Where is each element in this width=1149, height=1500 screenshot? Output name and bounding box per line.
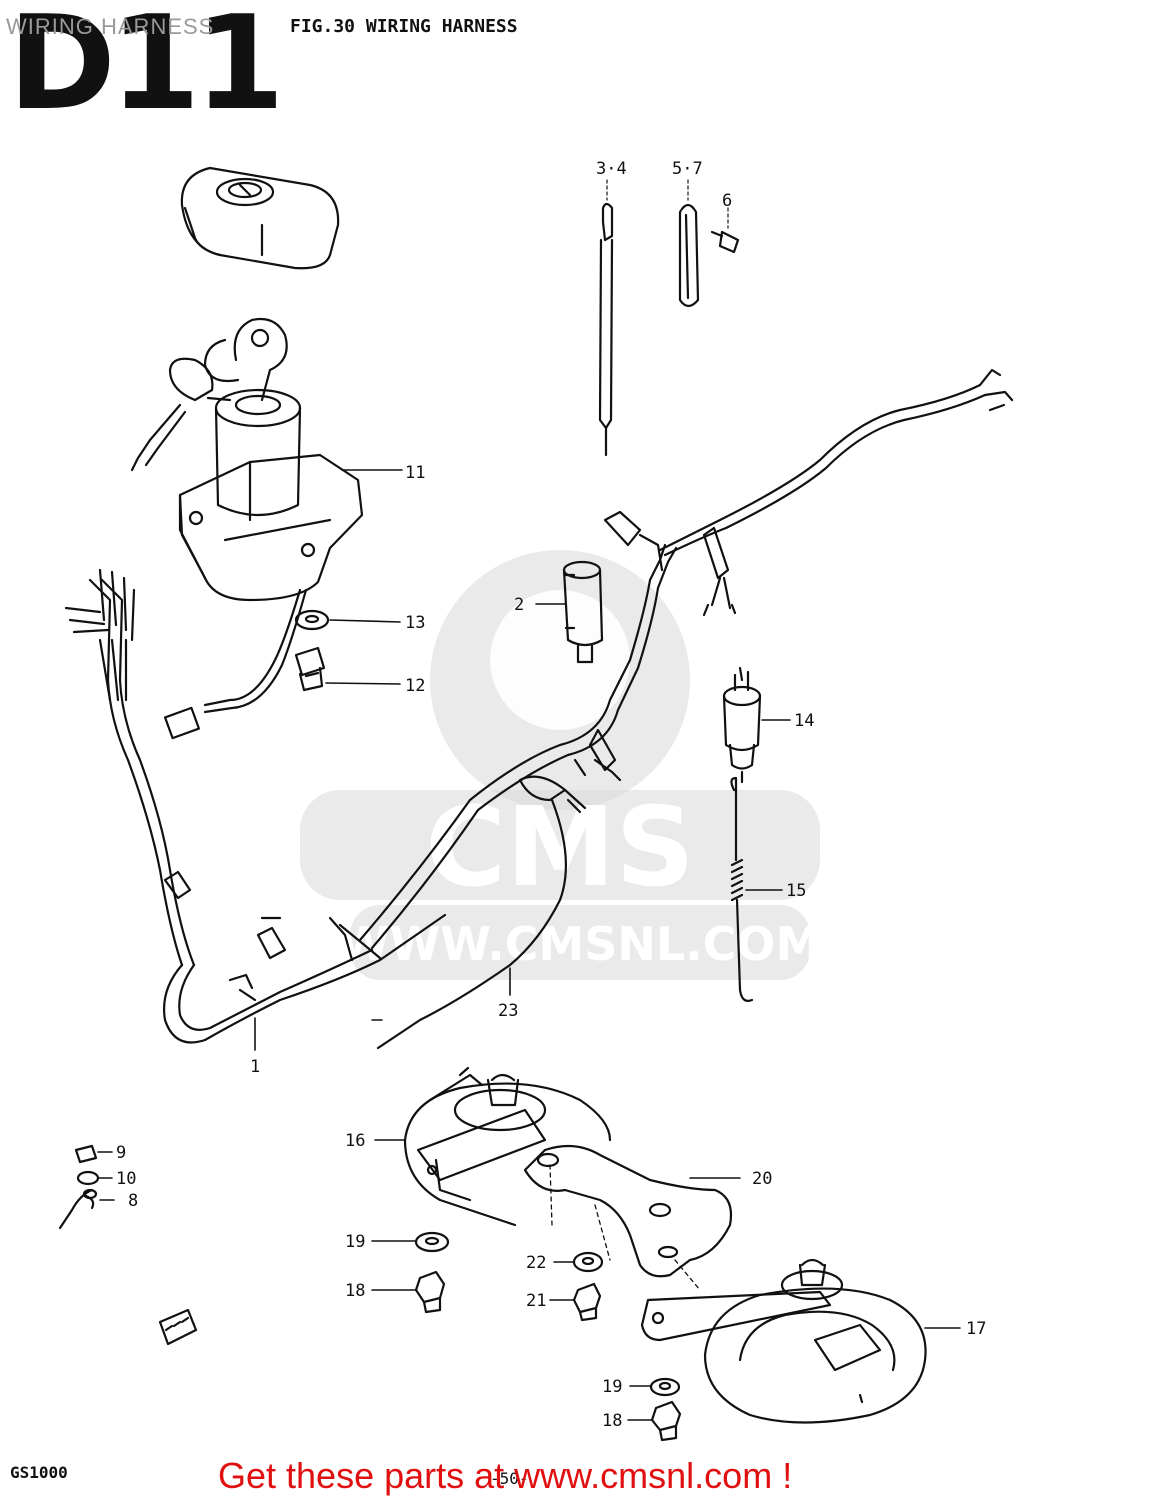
label-5-7: 5·7 xyxy=(672,159,703,179)
label-18b: 18 xyxy=(602,1411,622,1431)
stop-switch xyxy=(722,666,762,784)
washer-10 xyxy=(76,1170,100,1186)
leader-12 xyxy=(325,682,401,685)
label-20: 20 xyxy=(752,1169,772,1189)
bolt-12 xyxy=(294,646,326,692)
relay xyxy=(562,560,604,664)
label-9: 9 xyxy=(116,1143,126,1163)
label-8: 8 xyxy=(128,1191,138,1211)
watermark-url: WWW.CMSNL.COM xyxy=(339,917,822,971)
section-code: D11 xyxy=(8,0,279,139)
buy-parts-link[interactable]: Get these parts at www.cmsnl.com ! xyxy=(218,1455,793,1496)
label-22: 22 xyxy=(526,1253,546,1273)
label-13: 13 xyxy=(405,613,425,633)
horn-bracket xyxy=(523,1144,733,1291)
leader-13 xyxy=(329,619,401,623)
bolt-21 xyxy=(572,1282,602,1322)
return-spring xyxy=(730,776,754,1002)
washer-19b xyxy=(649,1377,681,1397)
label-16: 16 xyxy=(345,1131,365,1151)
label-3-4: 3·4 xyxy=(596,159,627,179)
screw-6 xyxy=(710,207,740,254)
callout-labels: 11 13 12 3·4 5·7 6 2 14 15 23 1 16 20 19… xyxy=(116,159,986,1431)
label-6: 6 xyxy=(722,191,732,211)
cms-watermark: CMS WWW.CMSNL.COM xyxy=(300,550,821,980)
label-17: 17 xyxy=(966,1319,986,1339)
label-14: 14 xyxy=(794,711,814,731)
clip-8 xyxy=(58,1188,98,1230)
wire-clamp xyxy=(678,179,700,308)
ignition-switch xyxy=(130,317,364,740)
label-19a: 19 xyxy=(345,1232,365,1252)
label-15: 15 xyxy=(786,881,806,901)
label-1: 1 xyxy=(250,1057,260,1077)
page-title: WIRING HARNESS xyxy=(6,14,215,39)
connector-plate xyxy=(158,1308,198,1346)
label-18a: 18 xyxy=(345,1281,365,1301)
watermark-brand: CMS xyxy=(425,783,694,911)
label-23: 23 xyxy=(498,1001,518,1021)
washer-13 xyxy=(294,609,330,631)
washer-19a xyxy=(414,1231,450,1253)
model-name: GS1000 xyxy=(10,1463,68,1482)
screw-9 xyxy=(74,1144,98,1164)
label-11: 11 xyxy=(405,463,425,483)
label-19b: 19 xyxy=(602,1377,622,1397)
horn-17 xyxy=(640,1258,927,1424)
bolt-18a xyxy=(414,1270,446,1314)
label-21: 21 xyxy=(526,1291,546,1311)
stay-rod xyxy=(598,179,614,457)
figure-title: FIG.30 WIRING HARNESS xyxy=(290,16,518,37)
washer-22 xyxy=(572,1251,604,1273)
page-number: -50- xyxy=(490,1469,529,1488)
horn-16 xyxy=(403,1066,612,1227)
label-12: 12 xyxy=(405,676,425,696)
bolt-18b xyxy=(650,1400,682,1442)
label-10: 10 xyxy=(116,1169,136,1189)
label-2: 2 xyxy=(514,595,524,615)
main-wiring-harness xyxy=(64,368,1014,1050)
ignition-switch-cover xyxy=(180,166,340,270)
